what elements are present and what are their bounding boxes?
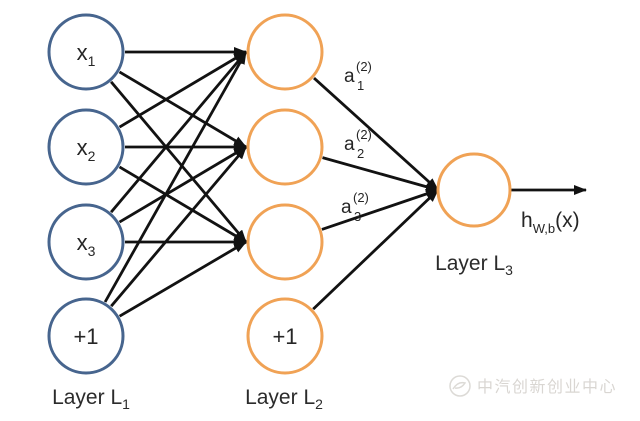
output-function-label: hW,b(x) <box>521 209 580 236</box>
edge-x1-a2 <box>118 70 247 149</box>
activation-label-a1: a <box>344 66 355 87</box>
node-x3 <box>47 203 125 281</box>
edge-x2-a3 <box>118 165 247 244</box>
layer-l2-nodes: +1 <box>246 13 324 375</box>
edge-bias1-a1 <box>103 51 248 303</box>
node-x2 <box>47 108 125 186</box>
activation-labels: a (2) 1 a (2) 2 a (2) 3 <box>341 59 372 224</box>
node-a2 <box>246 108 324 186</box>
node-a3 <box>246 203 324 281</box>
watermark-logo-icon <box>449 375 471 397</box>
edge-a1-output <box>313 77 439 192</box>
activation-label-a3-sub: 3 <box>354 209 361 224</box>
edges-l1-to-l2 <box>103 47 248 318</box>
watermark-logo-swirl <box>452 381 467 390</box>
watermark: 中汽创新创业中心 <box>449 375 617 397</box>
node-bias-l2 <box>246 297 324 375</box>
edge-bias1-a2 <box>110 146 248 308</box>
activation-label-a3-sup: (2) <box>353 190 369 205</box>
node-x1-label: x1 <box>77 40 96 69</box>
node-bias-l2-label: +1 <box>272 324 297 349</box>
edges-l2-to-l3 <box>312 77 439 311</box>
activation-label-a2: a <box>344 134 355 155</box>
layer-captions: Layer L1 Layer L2 Layer L3 <box>52 252 513 412</box>
caption-layer-l3: Layer L3 <box>435 252 513 278</box>
edge-x3-a1 <box>110 51 248 214</box>
node-x2-label: x2 <box>77 135 96 164</box>
edge-x2-a1 <box>118 50 247 129</box>
caption-layer-l2: Layer L2 <box>245 386 323 412</box>
node-bias-l1 <box>47 297 125 375</box>
edge-x1-a3 <box>110 80 248 243</box>
activation-label-a3: a <box>341 197 352 218</box>
activation-label-a2-sup: (2) <box>356 127 372 142</box>
activation-label-a1-sub: 1 <box>357 78 364 93</box>
edge-a3-output <box>321 188 439 231</box>
node-x3-label: x3 <box>77 230 96 259</box>
node-a1 <box>246 13 324 91</box>
node-bias-l1-label: +1 <box>73 324 98 349</box>
edge-bias1-a3 <box>118 240 247 318</box>
activation-label-a2-sub: 2 <box>357 146 364 161</box>
node-x1 <box>47 13 125 91</box>
layer-l1-nodes: x1 x2 x3 +1 <box>47 13 125 375</box>
edge-a2-output <box>322 156 439 192</box>
node-output <box>436 152 512 228</box>
edge-bias2-output <box>312 188 439 311</box>
edge-x3-a2 <box>118 145 247 224</box>
caption-layer-l1: Layer L1 <box>52 386 130 412</box>
activation-label-a1-sup: (2) <box>356 59 372 74</box>
watermark-text: 中汽创新创业中心 <box>477 378 617 396</box>
